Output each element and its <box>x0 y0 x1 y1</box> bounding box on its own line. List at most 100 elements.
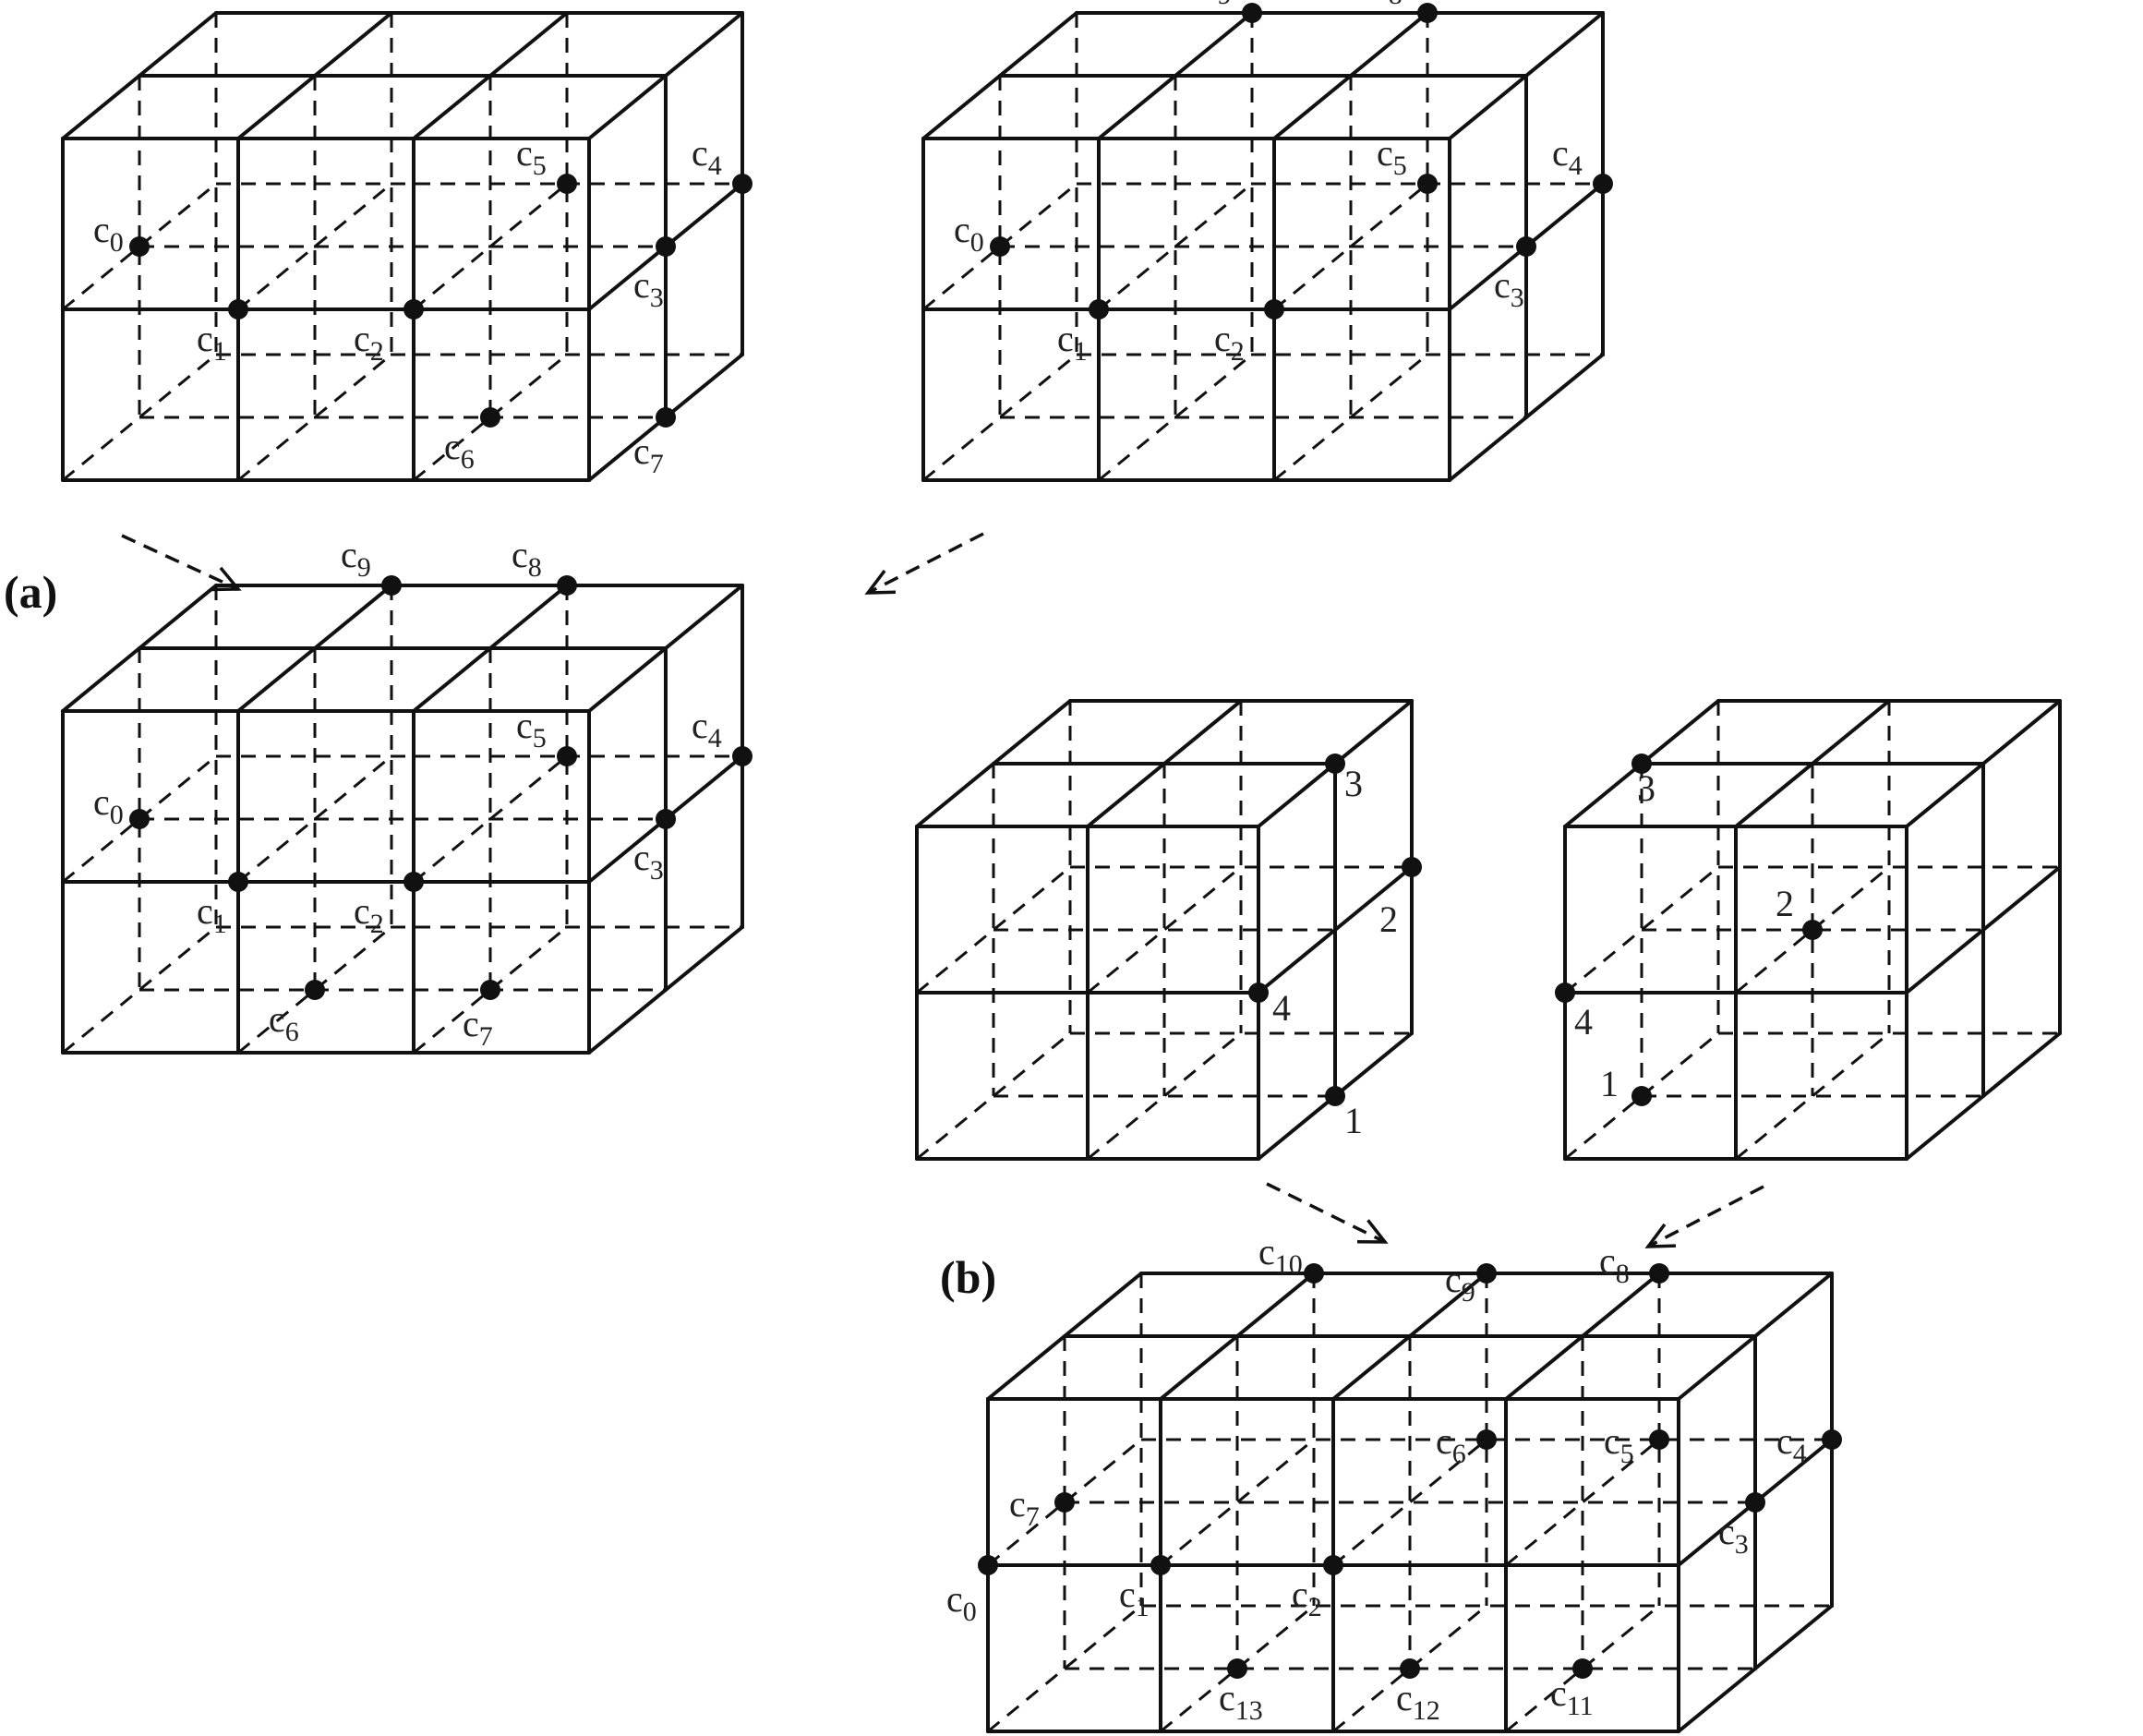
arrow-shaft <box>867 532 984 595</box>
point-label: c1 <box>197 890 227 939</box>
point-label: 3 <box>1637 767 1655 809</box>
point-label: c4 <box>692 132 722 181</box>
hidden-depth-line <box>1564 1031 1719 1161</box>
data-point <box>557 174 577 194</box>
hidden-depth-line <box>62 182 217 311</box>
hidden-depth-line <box>1273 353 1428 482</box>
hidden-depth-line <box>1332 1604 1487 1733</box>
data-point <box>480 407 500 428</box>
point-label: c9 <box>1201 0 1232 10</box>
point-label: c1 <box>1119 1573 1150 1622</box>
point-label: c3 <box>633 264 664 313</box>
arrow-shaft <box>121 534 239 591</box>
data-point <box>1242 3 1262 23</box>
hidden-depth-line <box>1505 1438 1660 1567</box>
data-point <box>1802 920 1823 940</box>
point-label: c5 <box>1604 1420 1634 1469</box>
data-point <box>732 174 752 194</box>
data-point <box>1476 1429 1497 1450</box>
arrow-head <box>1644 1223 1677 1248</box>
data-point <box>1323 1555 1343 1575</box>
point-label: c9 <box>1445 1259 1475 1308</box>
data-point <box>381 575 402 596</box>
hidden-depth-line <box>922 182 1078 311</box>
data-point <box>1248 983 1269 1003</box>
point-label: c4 <box>692 705 722 753</box>
hidden-depth-line <box>237 925 392 1055</box>
data-point <box>1649 1263 1669 1284</box>
point-label: c7 <box>1009 1483 1040 1532</box>
point-label: c3 <box>633 837 664 886</box>
data-point <box>305 980 325 1000</box>
data-point <box>1555 983 1575 1003</box>
hidden-depth-line <box>987 1438 1142 1567</box>
point-label: c5 <box>516 705 547 753</box>
data-point <box>1649 1429 1669 1450</box>
data-point <box>129 236 150 257</box>
data-point <box>1325 1086 1345 1106</box>
hidden-depth-line <box>237 182 392 311</box>
arrow-a-left-to-merged <box>121 534 242 592</box>
data-point <box>403 872 424 892</box>
panel-label-b: (b) <box>940 1251 996 1303</box>
hidden-depth-line <box>237 754 392 884</box>
point-label: c0 <box>93 209 124 258</box>
data-point <box>1631 753 1652 774</box>
data-point <box>228 872 248 892</box>
point-label: c2 <box>1214 318 1245 367</box>
hidden-depth-line <box>1332 1438 1487 1567</box>
data-point <box>990 236 1010 257</box>
point-label: c0 <box>93 781 124 830</box>
point-label: 4 <box>1272 987 1291 1029</box>
point-label: c5 <box>516 132 547 181</box>
arrow-b-left-to-merged <box>1266 1182 1389 1244</box>
data-point <box>129 809 150 829</box>
hidden-depth-line <box>413 353 568 482</box>
arrow-a-right-to-merged <box>864 532 984 595</box>
point-label: c9 <box>341 534 371 583</box>
arrow-head <box>864 570 897 595</box>
point-label: c2 <box>354 890 384 939</box>
data-point <box>656 809 676 829</box>
point-label: c7 <box>633 430 664 479</box>
point-label: 1 <box>1600 1063 1619 1104</box>
data-point <box>1631 1086 1652 1106</box>
data-point <box>1227 1658 1247 1679</box>
point-label: c1 <box>1057 318 1088 367</box>
hidden-depth-line <box>1087 865 1242 995</box>
data-point <box>656 407 676 428</box>
data-point <box>656 236 676 257</box>
point-label: 4 <box>1574 1001 1593 1043</box>
hidden-depth-line <box>62 925 217 1055</box>
arrow-b-right-to-merged <box>1644 1185 1764 1248</box>
hidden-depth-line <box>413 182 568 311</box>
point-label: c8 <box>512 534 542 583</box>
arrow-shaft <box>1647 1185 1764 1248</box>
point-label: c4 <box>1552 132 1583 181</box>
point-label: c8 <box>1599 1240 1630 1289</box>
point-label: 1 <box>1344 1100 1363 1141</box>
data-point <box>403 299 424 319</box>
data-point <box>1089 299 1109 319</box>
data-point <box>1593 174 1613 194</box>
hidden-depth-line <box>1505 1604 1660 1733</box>
hidden-depth-line <box>1160 1438 1315 1567</box>
data-point <box>1054 1492 1075 1513</box>
hidden-depth-line <box>62 754 217 884</box>
point-label: c0 <box>954 209 984 258</box>
hidden-depth-line <box>1087 1031 1242 1161</box>
data-point <box>1745 1492 1765 1513</box>
hidden-depth-line <box>1160 1604 1315 1733</box>
data-point <box>1400 1658 1420 1679</box>
point-label: 2 <box>1379 898 1398 940</box>
hidden-depth-line <box>413 754 568 884</box>
point-label: c6 <box>1436 1420 1466 1469</box>
hidden-depth-line <box>413 925 568 1055</box>
point-label: c2 <box>1292 1573 1322 1622</box>
point-label: c2 <box>354 318 384 367</box>
data-point <box>1822 1429 1842 1450</box>
data-point <box>480 980 500 1000</box>
